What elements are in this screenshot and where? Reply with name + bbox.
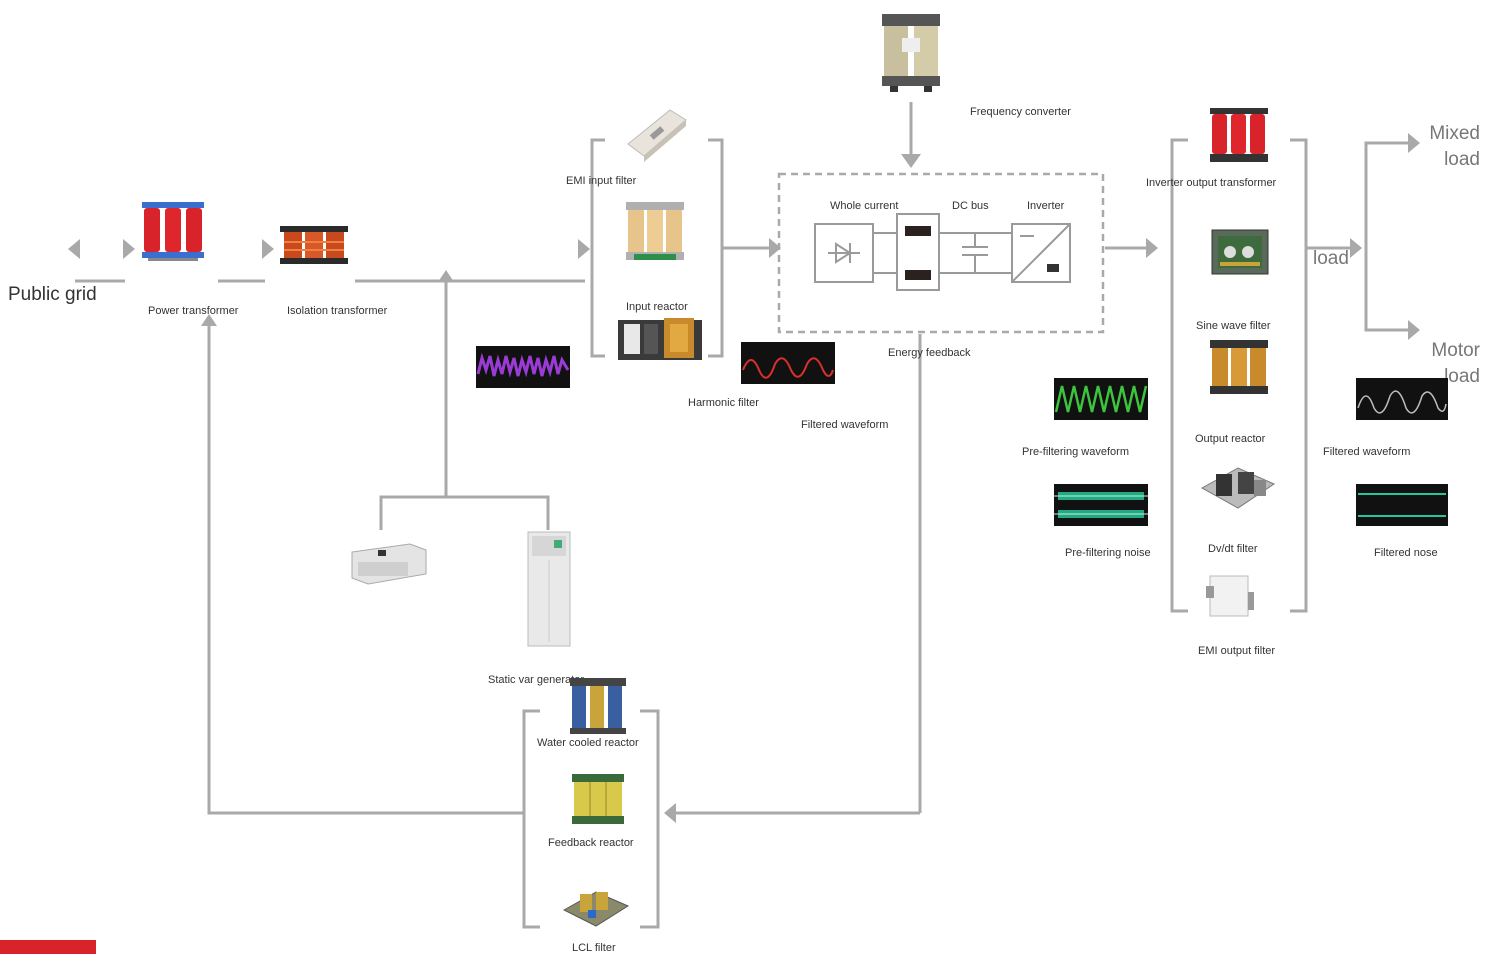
inverter-output-transformer-label: Inverter output transformer xyxy=(1146,177,1277,189)
water-cooled-reactor-icon xyxy=(570,678,626,734)
water-cooled-reactor-label: Water cooled reactor xyxy=(537,737,639,749)
static-var-generator-cabinet-icon xyxy=(527,531,571,647)
harmonic-filter-icon xyxy=(618,318,702,360)
inverter-label: Inverter xyxy=(1027,200,1065,212)
dvdt-filter-icon xyxy=(1200,467,1276,509)
pre-filtering-noise-label: Pre-filtering noise xyxy=(1065,547,1151,559)
filtered-noise-icon xyxy=(1356,484,1448,526)
filtered-waveform-left-icon xyxy=(741,342,835,384)
inverter-output-transformer-icon xyxy=(1210,108,1268,162)
frequency-converter-icon xyxy=(882,14,940,92)
whole-current-label: Whole current xyxy=(830,200,899,212)
output-reactor-label: Output reactor xyxy=(1195,433,1266,445)
lcl-filter-icon xyxy=(562,891,630,927)
motor-load-label: Motor load xyxy=(1431,340,1480,387)
load-label: load xyxy=(1313,248,1349,269)
dc-bus-label: DC bus xyxy=(952,200,989,212)
pre-filtering-noise-icon xyxy=(1054,484,1148,526)
filtered-waveform-right-label: Filtered waveform xyxy=(1323,446,1411,458)
feedback-reactor-label: Feedback reactor xyxy=(548,837,634,849)
input-reactor-coil-icon xyxy=(626,202,684,260)
pre-filtering-waveform-icon xyxy=(1054,378,1148,420)
static-var-generator-label: Static var generator xyxy=(488,674,584,686)
mixed-load-label: Mixed load xyxy=(1429,123,1480,170)
emi-input-filter-label: EMI input filter xyxy=(566,175,637,187)
power-transformer-icon xyxy=(142,202,204,261)
filtered-waveform-left-label: Filtered waveform xyxy=(801,419,889,431)
emi-output-filter-icon xyxy=(1206,575,1254,617)
frequency-converter-label: Frequency converter xyxy=(970,106,1071,118)
filtered-noise-label: Filtered nose xyxy=(1374,547,1438,559)
feedback-reactor-icon xyxy=(572,774,624,824)
input-reactor-label: Input reactor xyxy=(626,301,688,313)
power-transformer-label: Power transformer xyxy=(148,305,239,317)
isolation-transformer-icon xyxy=(280,226,348,264)
sine-wave-filter-label: Sine wave filter xyxy=(1196,320,1271,332)
output-reactor-icon xyxy=(1210,340,1268,394)
dvdt-filter-label: Dv/dt filter xyxy=(1208,543,1258,555)
emi-input-filter-icon xyxy=(627,109,687,162)
pre-filtering-waveform-label: Pre-filtering waveform xyxy=(1022,446,1129,458)
filtered-waveform-right-icon xyxy=(1356,378,1448,420)
energy-feedback-label: Energy feedback xyxy=(888,347,971,359)
brand-accent-bar xyxy=(0,940,96,954)
static-var-generator-rack-icon xyxy=(351,543,427,585)
isolation-transformer-label: Isolation transformer xyxy=(287,305,388,317)
harmonic-filter-label: Harmonic filter xyxy=(688,397,759,409)
sine-wave-filter-icon xyxy=(1211,229,1269,275)
lcl-filter-label: LCL filter xyxy=(572,942,616,954)
emi-output-filter-label: EMI output filter xyxy=(1198,645,1276,657)
distorted-waveform-icon xyxy=(476,346,570,388)
public-grid-label: Public grid xyxy=(8,284,97,305)
